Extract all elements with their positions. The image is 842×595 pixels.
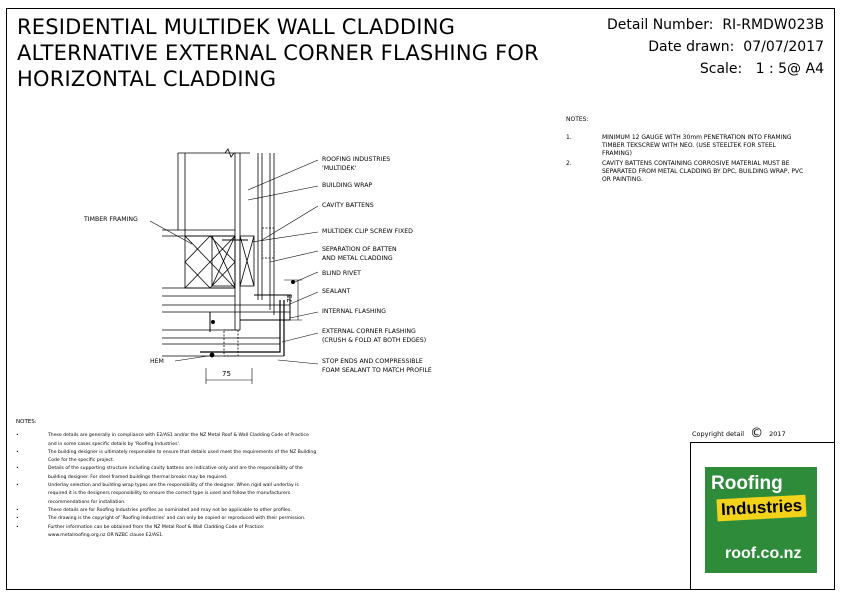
note-line: Code for the specific project. <box>48 458 115 464</box>
scale: Scale: 1 : 5@ A4 <box>699 61 824 77</box>
dimension-horizontal: 75 <box>222 370 231 378</box>
external-corner-flashing <box>200 300 285 356</box>
callout-external-corner-flashing: EXTERNAL CORNER FLASHING(CRUSH & FOLD AT… <box>322 328 427 344</box>
break-mark <box>224 148 235 158</box>
copyright-year: 2017 <box>769 429 786 438</box>
title-line-3: HORIZONTAL CLADDING <box>17 67 277 91</box>
copyright: Copyright detail © 2017 <box>692 426 786 441</box>
logo-url: roof.co.nz <box>725 545 802 562</box>
note-line: •Underlay selection and building wrap ty… <box>16 483 299 489</box>
note-line: •These details are for Roofing Industrie… <box>16 507 292 513</box>
blind-rivet <box>290 279 295 284</box>
internal-flashing <box>240 294 291 321</box>
note-line: •Details of the supporting structure inc… <box>16 466 303 472</box>
date-drawn: Date drawn: 07/07/2017 <box>648 39 824 55</box>
callout-clip-screw: MULTIDEK CLIP SCREW FIXED <box>322 228 413 235</box>
dimension-lines <box>205 279 302 384</box>
note-line: •These details are generally in complian… <box>16 433 309 439</box>
drawing-sheet: RESIDENTIAL MULTIDEK WALL CLADDING ALTER… <box>6 8 835 590</box>
callout-cavity-battens: CAVITY BATTENS <box>322 202 374 209</box>
roofing-industries-logo: Roofing Industries roof.co.nz <box>705 467 817 573</box>
clip-screws <box>209 239 248 332</box>
copyright-symbol-icon: © <box>750 426 764 441</box>
leader-lines <box>149 159 319 365</box>
callout-internal-flashing: INTERNAL FLASHING <box>322 308 386 315</box>
title-line-2: ALTERNATIVE EXTERNAL CORNER FLASHING FOR <box>17 41 539 65</box>
callout-sealant: SEALANT <box>322 288 351 295</box>
note-line: and in some cases specific details by 'R… <box>48 441 181 447</box>
title-line-1: RESIDENTIAL MULTIDEK WALL CLADDING <box>17 15 456 39</box>
detail-number: Detail Number: RI-RMDW023B <box>607 17 824 33</box>
notes-bottom: NOTES: •These details are generally in c… <box>16 418 456 540</box>
timber-framing <box>162 229 236 297</box>
callout-timber-framing: TIMBER FRAMING <box>84 216 138 223</box>
note-line: •The building designer is ultimately res… <box>16 449 317 455</box>
title-block-meta: Detail Number: RI-RMDW023B Date drawn: 0… <box>607 14 824 80</box>
notes-top-heading: NOTES: <box>566 116 589 123</box>
callout-blind-rivet: BLIND RIVET <box>322 270 361 277</box>
logo-box: Roofing Industries roof.co.nz <box>690 442 835 590</box>
copyright-label: Copyright detail <box>692 429 745 438</box>
vertical-cladding <box>257 153 275 315</box>
note-line: •Further information can be obtained fro… <box>16 524 265 530</box>
callout-building-wrap: BUILDING WRAP <box>322 182 373 189</box>
sealant-bead <box>210 319 215 324</box>
wall-stud <box>177 152 255 330</box>
notes-bottom-heading: NOTES: <box>16 419 37 425</box>
callout-roofing-industries: ROOFING INDUSTRIES'MULTIDEK' <box>322 156 391 172</box>
drawing-title: RESIDENTIAL MULTIDEK WALL CLADDING ALTER… <box>17 14 539 92</box>
note-item: 2.CAVITY BATTENS CONTAINING CORROSIVE MA… <box>566 160 804 183</box>
dimension-vertical: 75 <box>286 293 295 303</box>
note-item: 1.MINIMUM 12 GAUGE WITH 30mm PENETRATION… <box>566 134 792 157</box>
note-line: •The drawing is the copyright of 'Roofin… <box>16 516 306 522</box>
hem <box>209 352 215 358</box>
notes-top: NOTES: 1.MINIMUM 12 GAUGE WITH 30mm PENE… <box>566 116 806 186</box>
horizontal-cladding <box>162 304 290 357</box>
logo-line-2: Industries <box>716 494 807 522</box>
note-line: building designer. For steel framed buil… <box>48 474 228 480</box>
note-line: www.metalroofing.org.nz OR NZBC clause E… <box>48 532 164 538</box>
callout-hem: HEM <box>150 358 164 365</box>
note-line: required it is the designers responsibil… <box>48 491 291 497</box>
note-line: recommendations for installation. <box>48 499 126 505</box>
logo-line-1: Roofing <box>711 473 783 494</box>
